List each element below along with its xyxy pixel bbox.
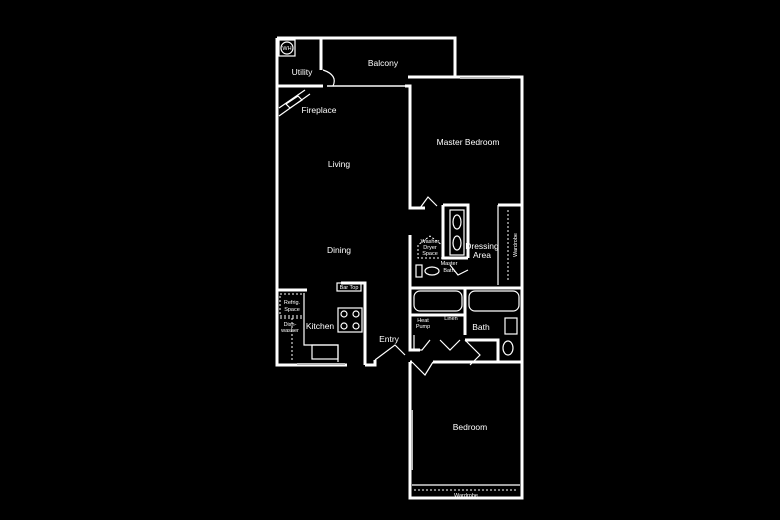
refrig-label: Refrig. <box>284 300 301 306</box>
range <box>337 307 363 333</box>
bath-toilet <box>502 340 514 356</box>
space-label: Space <box>422 251 438 257</box>
linen-label: Linen <box>444 316 457 322</box>
toilet-tank <box>415 264 423 278</box>
dressing-label: Dressing <box>465 241 499 251</box>
bath-sink <box>504 317 518 335</box>
bedroom-door <box>411 361 434 376</box>
washer-kitchen-label: washer <box>280 328 299 334</box>
utility-label: Utility <box>292 67 314 77</box>
master-bath-door <box>449 264 469 276</box>
bath-label: Bath <box>472 322 490 332</box>
area-label: Area <box>473 250 491 260</box>
fireplace-label: Fireplace <box>302 105 337 115</box>
master-bath-label: Bath <box>443 268 454 274</box>
bath-bathtub <box>468 290 520 312</box>
bar-top <box>336 282 362 292</box>
master-bathtub <box>413 290 463 312</box>
refrig-space <box>279 293 305 317</box>
heat-pump-door <box>413 335 431 351</box>
master-bedroom-label: Master Bedroom <box>437 137 500 147</box>
sink-icon <box>452 235 462 251</box>
bedroom-label: Bedroom <box>453 422 488 432</box>
water-heater-label: WH <box>282 46 291 52</box>
dish-label: Dish- <box>284 322 297 328</box>
utility-door <box>322 69 335 87</box>
pump-label: Pump <box>416 324 430 330</box>
living-label: Living <box>328 159 350 169</box>
water-heater-icon <box>280 41 294 55</box>
vanity <box>449 209 465 256</box>
refrig-space-label: Space <box>284 307 300 313</box>
toilet-icon <box>424 266 440 276</box>
sink-icon <box>452 214 462 230</box>
kitchen-sink <box>311 344 339 360</box>
dryer-label: Dryer <box>423 245 437 251</box>
entry-door <box>374 344 406 361</box>
linen-door <box>439 339 461 351</box>
master-label: Master <box>441 261 458 267</box>
dining-label: Dining <box>327 245 351 255</box>
dishwasher-space <box>280 317 304 362</box>
fireplace-icon <box>278 89 311 117</box>
water-heater-box <box>278 39 296 57</box>
wardrobe-master-label: Wardrobe <box>513 233 519 257</box>
kitchen-label: Kitchen <box>306 321 335 331</box>
master-door <box>419 196 438 209</box>
burners-icon <box>340 310 360 330</box>
bar-top-label: Bar Top <box>340 285 359 291</box>
heat-label: Heat <box>417 318 429 324</box>
bath-door <box>464 339 481 366</box>
wardrobe-bedroom-label: Wardrobe <box>454 493 478 499</box>
washer-label: Washer <box>421 239 440 245</box>
balcony-label: Balcony <box>368 58 399 68</box>
entry-label: Entry <box>379 334 400 344</box>
